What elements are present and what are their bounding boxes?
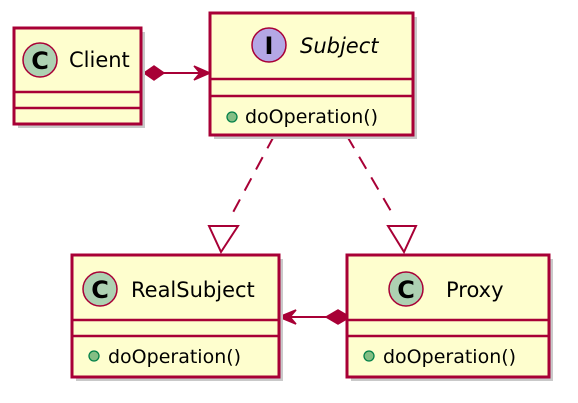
public-visibility-icon: [363, 350, 375, 362]
edge-realsubject-subject: [207, 135, 275, 255]
interface-name: Subject: [300, 34, 379, 58]
composition-diamond: [142, 65, 166, 81]
class-stereotype-icon: [22, 42, 58, 78]
interface-stereotype-icon: [251, 27, 287, 63]
method-do-operation: doOperation(): [383, 346, 516, 368]
realization-arrowhead: [207, 225, 240, 255]
class-name: Client: [69, 48, 130, 72]
stereotype-letter: C: [91, 276, 109, 304]
class-proxy[interactable]: C Proxy doOperation(): [345, 253, 553, 381]
stereotype-letter: I: [265, 32, 274, 60]
class-name: RealSubject: [131, 278, 255, 302]
method-do-operation: doOperation(): [108, 346, 241, 368]
method-do-operation: doOperation(): [245, 106, 378, 128]
class-stereotype-icon: [388, 271, 424, 307]
edge-proxy-subject: [346, 135, 418, 255]
public-visibility-icon: [226, 111, 238, 123]
realization-arrowhead: [386, 225, 418, 255]
arrowhead-open: [193, 65, 212, 81]
stereotype-letter: C: [31, 47, 49, 75]
class-name: Proxy: [446, 278, 504, 302]
class-stereotype-icon: [82, 271, 118, 307]
class-realsubject[interactable]: C RealSubject doOperation(): [70, 253, 283, 381]
class-client[interactable]: C Client: [12, 26, 145, 128]
arrowhead-open: [277, 309, 297, 325]
interface-subject[interactable]: I Subject doOperation(): [208, 11, 417, 139]
edge-client-subject: [142, 65, 212, 81]
stereotype-letter: C: [397, 276, 415, 304]
edge-proxy-realsubject: [277, 309, 352, 325]
public-visibility-icon: [88, 350, 100, 362]
